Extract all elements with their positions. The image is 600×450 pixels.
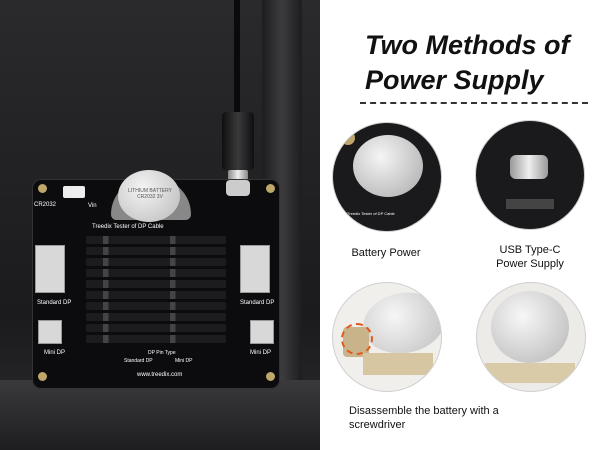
usb-label-line-1: USB Type-C	[499, 244, 561, 256]
pin-grid	[86, 236, 226, 346]
pin-type-label: DP Pin Type	[148, 350, 176, 356]
power-switch	[63, 186, 85, 198]
coin-battery	[358, 286, 441, 360]
mount-hole	[38, 372, 47, 381]
highlight-circle	[341, 323, 373, 355]
title-divider	[360, 102, 588, 104]
usb-closeup	[475, 120, 585, 230]
screwdriver-closeup	[332, 282, 442, 392]
battery-label: CR2032	[34, 202, 57, 208]
pin-type-standard: Standard DP	[124, 358, 153, 364]
pin-type-mini: Mini DP	[175, 358, 193, 364]
mini-dp-port-left	[38, 320, 62, 344]
shelf	[0, 380, 320, 450]
coin-battery	[353, 135, 423, 197]
mini-dp-label-right: Mini DP	[250, 350, 272, 356]
mount-hole	[266, 184, 275, 193]
disassemble-label: Disassemble the battery with a screwdriv…	[349, 405, 589, 433]
mount-hole	[266, 372, 275, 381]
standard-dp-port-left	[35, 245, 65, 293]
mount-hole	[341, 131, 355, 145]
disassemble-line-1: Disassemble the battery with a	[349, 405, 499, 417]
mount-hole	[38, 184, 47, 193]
title-line-1: Two Methods of	[365, 30, 570, 60]
disassemble-line-2: screwdriver	[349, 418, 406, 431]
standard-dp-port-right	[240, 245, 270, 293]
usb-c-port	[226, 180, 250, 196]
usb-cable	[234, 0, 240, 112]
usb-label-line-2: Power Supply	[496, 257, 564, 270]
page-title: Two Methods of Power Supply	[365, 28, 569, 98]
standard-dp-label-right: Standard DP	[240, 300, 275, 306]
title-line-2: Power Supply	[365, 65, 544, 96]
vin-label: Vin	[88, 203, 97, 209]
battery-removed-closeup	[476, 282, 586, 392]
board-title: Treedix Tester of DP Cable	[92, 224, 164, 230]
battery-closeup: Treedix Tester of DP Cable	[332, 122, 442, 232]
usb-c-port	[510, 155, 548, 179]
standard-dp-label-left: Standard DP	[37, 300, 72, 306]
coin-battery-text: LITHIUM BATTERY CR2032 3V	[128, 188, 172, 200]
board-url: www.treedix.com	[137, 372, 183, 378]
usb-power-label: USB Type-C Power Supply	[474, 244, 586, 272]
battery-holder-base	[363, 353, 433, 375]
coin-battery	[118, 170, 180, 222]
battery-holder-base	[485, 363, 575, 383]
mini-dp-label-left: Mini DP	[44, 350, 66, 356]
mini-dp-port-right	[250, 320, 274, 344]
board-component	[506, 199, 554, 209]
battery-power-label: Battery Power	[351, 247, 421, 259]
coin-battery	[491, 291, 569, 363]
usb-plug	[222, 112, 254, 170]
closeup-board-title: Treedix Tester of DP Cable	[347, 211, 395, 216]
